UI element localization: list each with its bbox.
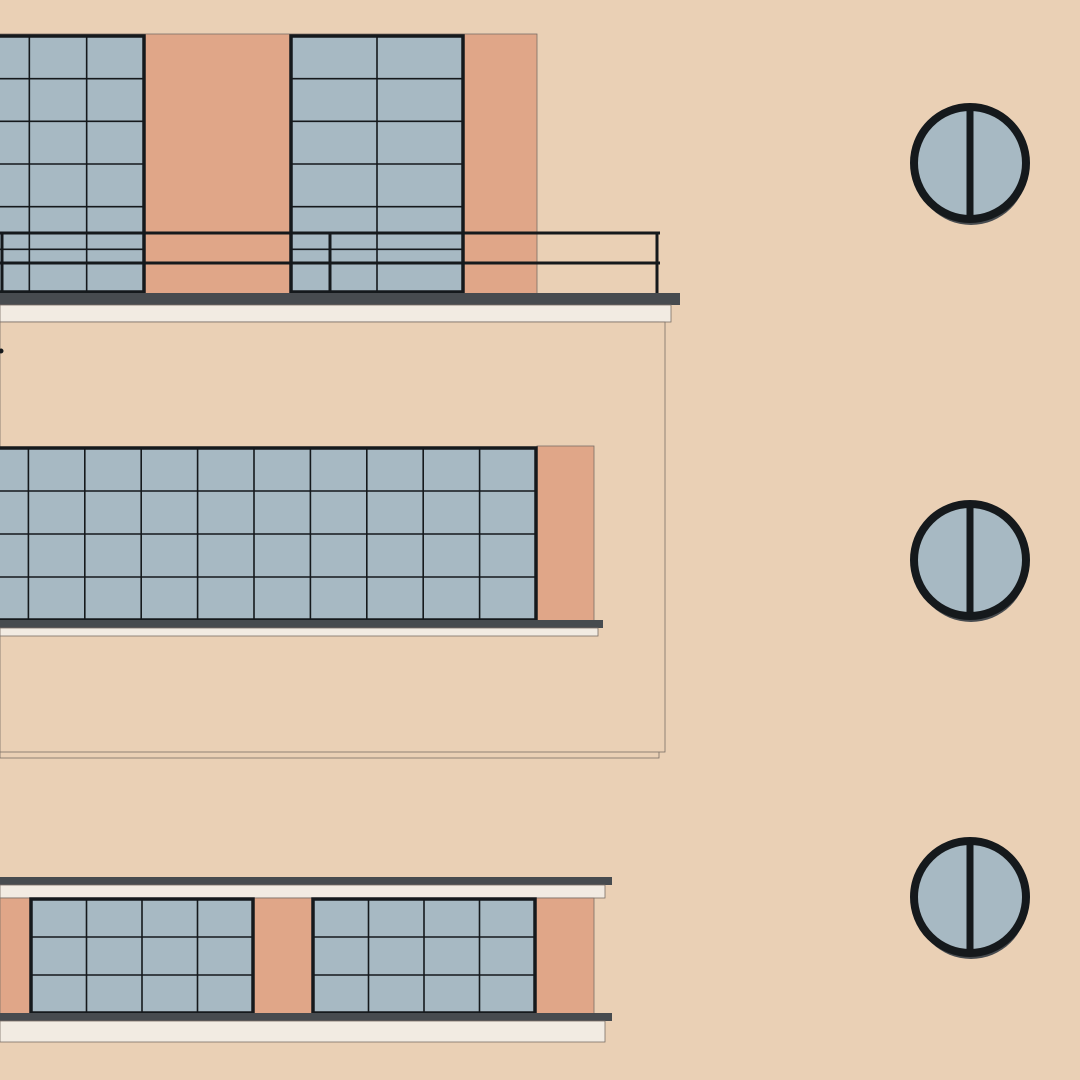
terracotta-panel bbox=[536, 445, 595, 623]
ribbon-window bbox=[0, 446, 538, 622]
bottom-slab bbox=[0, 1020, 606, 1043]
upper-floor bbox=[0, 33, 680, 323]
lower-window-left bbox=[29, 897, 255, 1015]
lower-window-right bbox=[311, 897, 537, 1015]
balcony-ledge bbox=[0, 293, 680, 305]
bottom-ledge bbox=[0, 1013, 612, 1021]
top-ledge bbox=[0, 877, 612, 885]
balcony-slab bbox=[0, 304, 672, 323]
upper-window-right bbox=[289, 34, 465, 294]
top-slab bbox=[0, 884, 606, 899]
wall-dot bbox=[0, 348, 4, 354]
window-frame bbox=[0, 34, 146, 294]
middle-floor bbox=[0, 321, 666, 759]
upper-window-left bbox=[0, 34, 146, 294]
window-ledge bbox=[0, 620, 603, 628]
balcony-railing bbox=[0, 231, 660, 294]
porthole-column bbox=[910, 103, 1030, 959]
lower-floor bbox=[0, 877, 612, 1043]
window-frame bbox=[289, 34, 465, 294]
window-sill bbox=[0, 627, 599, 637]
